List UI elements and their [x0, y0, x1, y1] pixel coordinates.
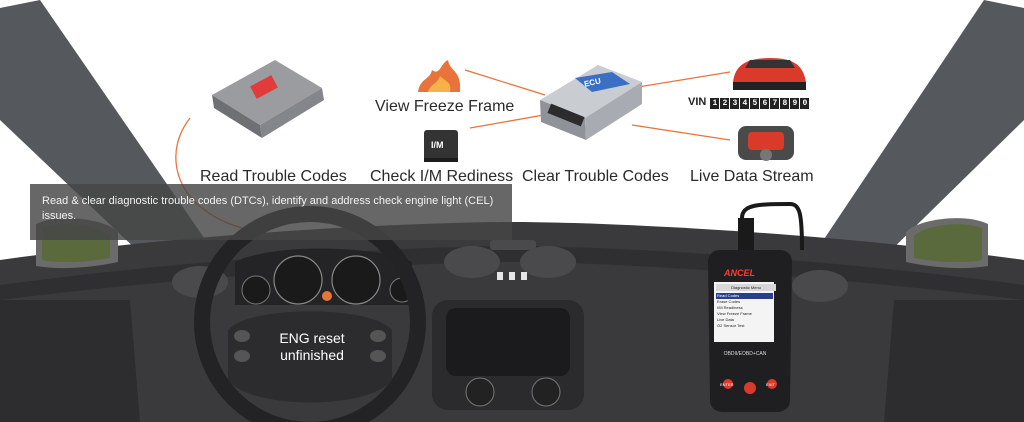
vin-digit: 2 [720, 98, 730, 109]
feature-label-live-data: Live Data Stream [690, 168, 814, 185]
im-key-icon [424, 130, 458, 162]
right-door-panel [884, 300, 1024, 422]
feature-caption: Read & clear diagnostic trouble codes (D… [30, 184, 512, 240]
ecu-board-icon [212, 60, 324, 138]
right-side-mirror [906, 218, 988, 269]
vin-digit: 3 [730, 98, 740, 109]
vin-digit: 5 [750, 98, 760, 109]
hazard-buttons [497, 272, 527, 280]
scanner-menu-item: View Freeze Frame [717, 311, 752, 316]
vin-digit: 9 [790, 98, 800, 109]
ecu-module-icon [540, 65, 642, 140]
left-door-panel [0, 300, 140, 422]
check-engine-light-icon [322, 291, 332, 301]
feature-label-read-codes: Read Trouble Codes [200, 168, 347, 185]
scanner-exit-button[interactable]: EXIT [766, 382, 775, 387]
freeze-frame-fire-icon [418, 60, 461, 92]
im-key-label: I/M [431, 140, 444, 150]
feature-label-clear-codes: Clear Trouble Codes [522, 168, 669, 185]
red-car-icon [733, 58, 806, 90]
engine-icon [738, 126, 794, 161]
vin-label: VIN [688, 96, 707, 108]
vin-digit: 1 [710, 98, 720, 109]
scanner-enter-button[interactable]: ENTER [720, 382, 734, 387]
feature-label-freeze-frame: View Freeze Frame [375, 98, 515, 115]
steering-wheel-message: ENG reset unfinished [262, 330, 362, 364]
scanner-menu-title: Diagnostic Menu [716, 284, 776, 291]
scanner-menu-item: Live Data [717, 317, 734, 322]
scanner-menu-item: O2 Sensor Test [717, 323, 745, 328]
vin-digit: 6 [760, 98, 770, 109]
vin-digit: 7 [770, 98, 780, 109]
vin-digit: 8 [780, 98, 790, 109]
scanner-menu-item: Read Codes [717, 293, 773, 299]
vin-digit: 4 [740, 98, 750, 109]
scanner-menu-item: I/M Readiness [717, 305, 743, 310]
scanner-brand-logo: ANCEL [724, 268, 755, 278]
feature-label-im-readiness: Check I/M Rediness [370, 168, 514, 185]
scanner-model-label: OBDII/EOBD+CAN [723, 351, 767, 357]
wheel-message-line1: ENG reset [279, 330, 345, 346]
scanner-menu-item: Erase Codes [717, 299, 741, 304]
right-a-pillar [790, 0, 1024, 310]
vin-digit: 0 [800, 98, 810, 109]
center-console [432, 300, 584, 410]
wheel-message-line2: unfinished [280, 347, 344, 363]
